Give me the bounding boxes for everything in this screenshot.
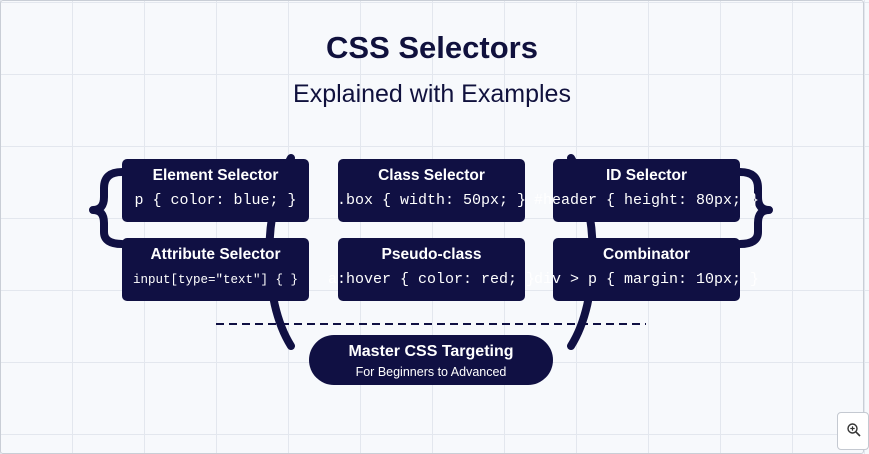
card-id-selector: ID Selector #header { height: 80px; } <box>533 159 760 222</box>
card-title: ID Selector <box>606 167 687 184</box>
zoom-in-button[interactable] <box>837 412 869 450</box>
card-pseudo-class: Pseudo-class a:hover { color: red; } <box>327 238 536 301</box>
card-code: p { color: blue; } <box>134 192 297 209</box>
card-title: Attribute Selector <box>150 246 281 263</box>
card-class-selector: Class Selector .box { width: 50px; } <box>336 159 527 222</box>
card-title: Pseudo-class <box>381 246 482 263</box>
zoom-in-icon <box>847 423 861 437</box>
card-combinator: Combinator div > p { margin: 10px; } <box>533 238 760 301</box>
diagram-subtitle: Explained with Examples <box>293 80 571 108</box>
card-code: div > p { margin: 10px; } <box>533 271 760 288</box>
diagram-title: CSS Selectors <box>326 30 538 65</box>
card-code: #header { height: 80px; } <box>533 192 760 209</box>
card-title: Combinator <box>603 246 690 263</box>
card-code: input[type="text"] { } <box>132 273 299 287</box>
card-title: Class Selector <box>378 167 485 184</box>
master-title: Master CSS Targeting <box>348 343 514 360</box>
card-code: a:hover { color: red; } <box>327 271 536 288</box>
card-attribute-selector: Attribute Selector input[type="text"] { … <box>122 238 309 301</box>
card-code: .box { width: 50px; } <box>336 192 527 209</box>
left-curly-brace <box>89 168 126 248</box>
card-element-selector: Element Selector p { color: blue; } <box>122 159 309 222</box>
master-subtitle: For Beginners to Advanced <box>355 365 507 379</box>
card-title: Element Selector <box>152 167 279 184</box>
right-curly-brace <box>736 168 773 248</box>
master-css-pill: Master CSS Targeting For Beginners to Ad… <box>309 335 553 385</box>
